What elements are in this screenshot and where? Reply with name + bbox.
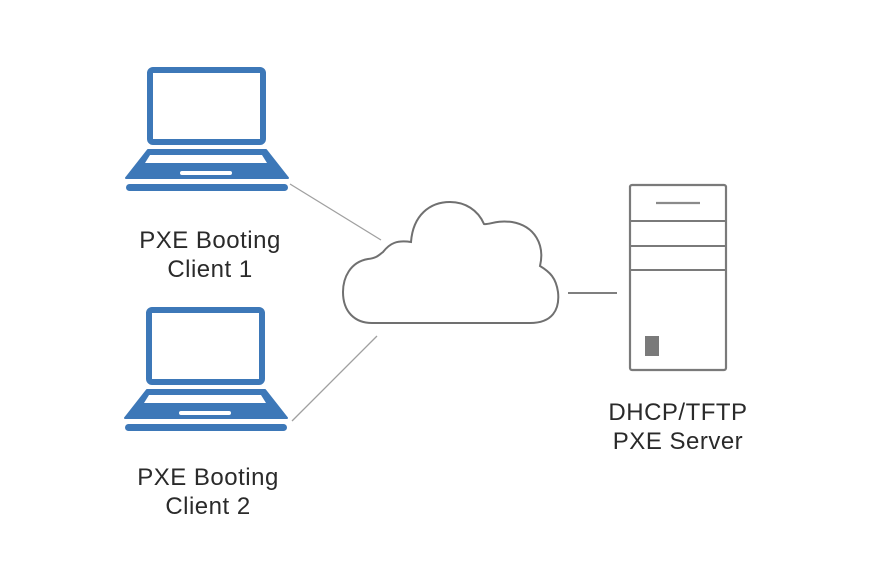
client1-label: PXE Booting Client 1: [110, 226, 310, 284]
power-led-icon: [645, 336, 659, 356]
server-tower-icon: [628, 183, 728, 372]
laptop-icon: [125, 67, 289, 191]
client2-label: PXE Booting Client 2: [108, 463, 308, 521]
edge-client2-network: [291, 335, 378, 422]
server-label-line1: DHCP/TFTP: [608, 399, 748, 426]
client1-label-line2: Client 1: [167, 256, 253, 283]
laptop-icon: [124, 307, 288, 431]
server-label-line2: PXE Server: [612, 428, 744, 455]
edge-client1-network: [289, 183, 382, 241]
client2-label-line1: PXE Booting: [137, 464, 279, 491]
client2-label-line2: Client 2: [165, 493, 251, 520]
client1-label-line1: PXE Booting: [139, 227, 281, 254]
cloud-icon: [341, 200, 560, 324]
server-label: DHCP/TFTP PXE Server: [578, 398, 778, 456]
